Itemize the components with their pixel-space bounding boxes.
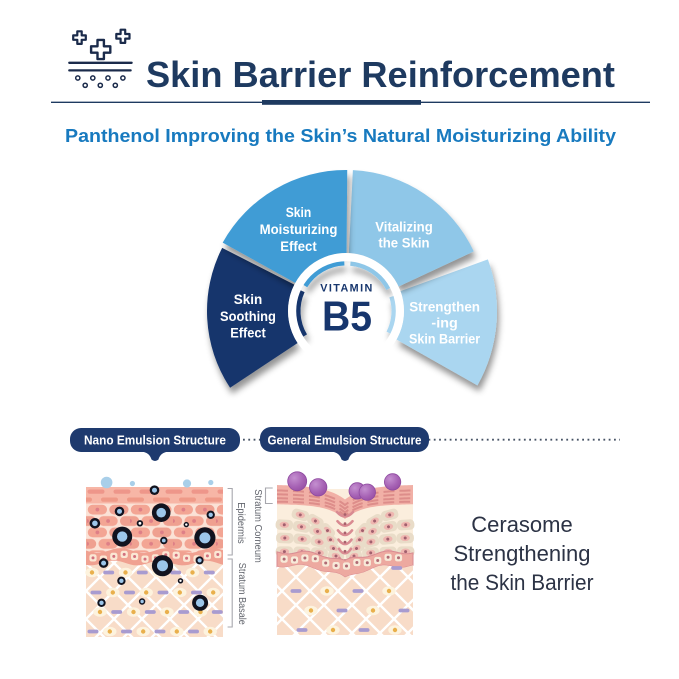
svg-text:Moisturizing: Moisturizing — [260, 221, 338, 237]
svg-text:General Emulsion Structure: General Emulsion Structure — [268, 433, 422, 448]
svg-text:Strengthen: Strengthen — [409, 298, 480, 314]
svg-text:Skin Barrier: Skin Barrier — [409, 331, 481, 347]
svg-text:Panthenol Improving the Skin’s: Panthenol Improving the Skin’s Natural M… — [65, 126, 616, 146]
svg-text:Cerasome: Cerasome — [471, 512, 572, 537]
svg-text:Epidermis: Epidermis — [235, 502, 246, 544]
svg-text:Stratum Basale: Stratum Basale — [236, 563, 247, 625]
svg-text:Skin: Skin — [286, 204, 312, 220]
svg-text:Effect: Effect — [230, 325, 266, 341]
svg-text:Strengthening: Strengthening — [454, 541, 591, 566]
svg-text:Nano Emulsion Structure: Nano Emulsion Structure — [84, 433, 226, 448]
svg-text:B5: B5 — [322, 293, 372, 340]
svg-text:Skin: Skin — [234, 291, 263, 307]
svg-text:Stratum Corneum: Stratum Corneum — [252, 489, 263, 563]
svg-text:the Skin Barrier: the Skin Barrier — [451, 570, 594, 595]
svg-text:Vitalizing: Vitalizing — [375, 218, 433, 234]
svg-text:VITAMIN: VITAMIN — [320, 283, 374, 295]
svg-text:Skin Barrier Reinforcement: Skin Barrier Reinforcement — [146, 54, 615, 95]
svg-text:Soothing: Soothing — [220, 308, 276, 324]
svg-text:the Skin: the Skin — [378, 235, 429, 251]
svg-text:Effect: Effect — [280, 238, 317, 254]
svg-text:-ing: -ing — [431, 314, 457, 330]
